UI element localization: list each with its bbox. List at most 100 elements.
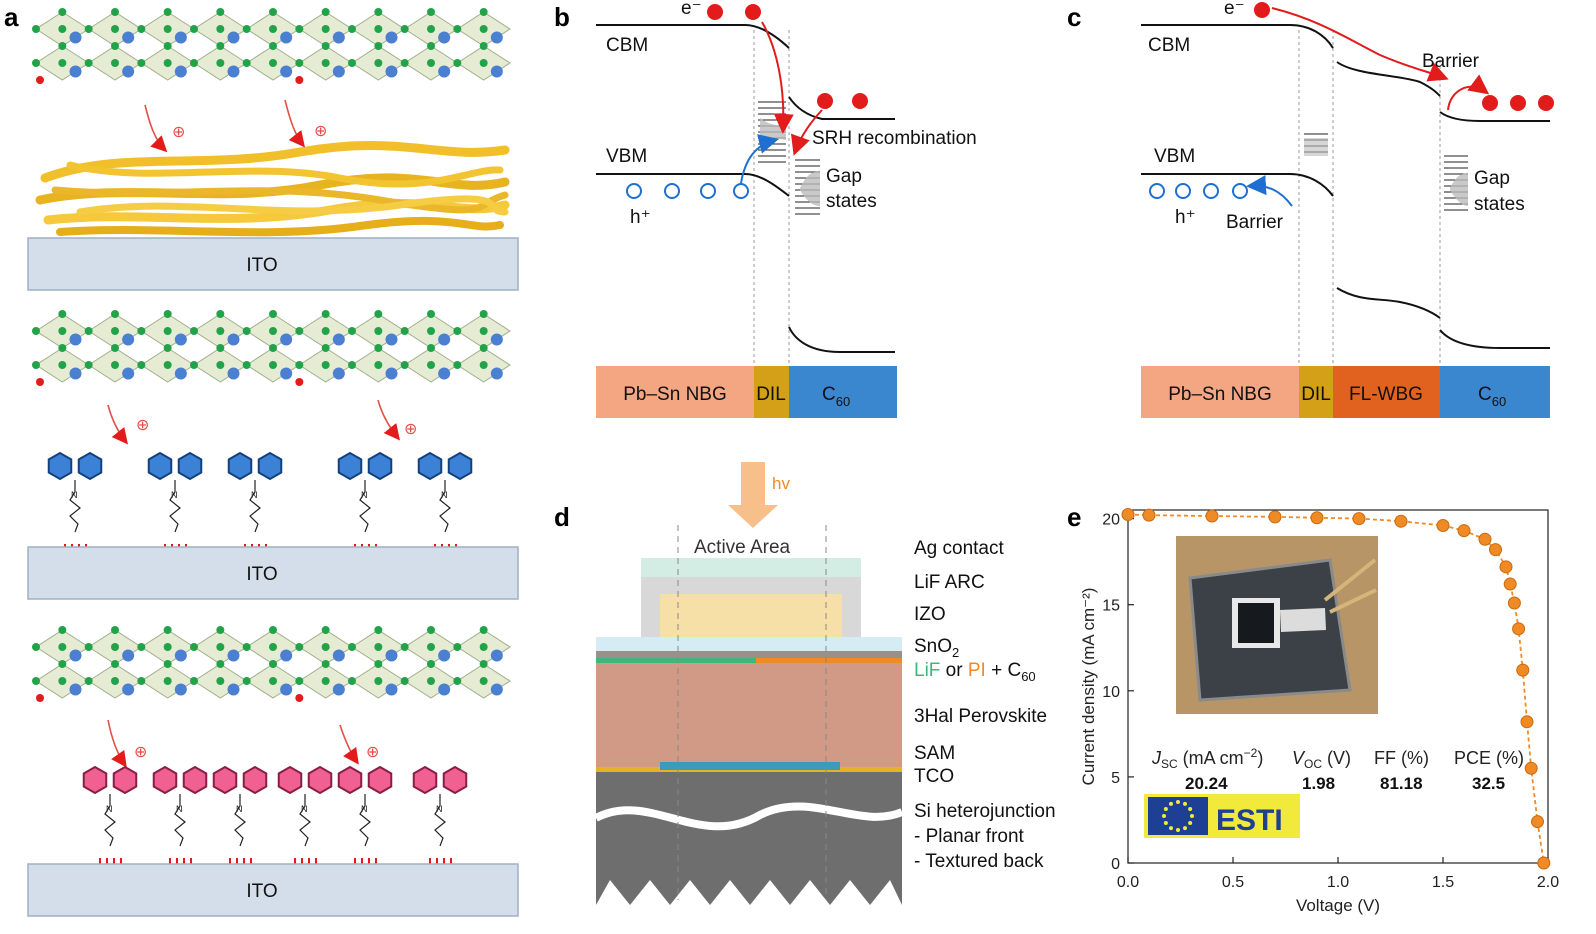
c-electron-label: e⁻ (1224, 0, 1245, 19)
perovskite-lattice-2 (32, 310, 511, 386)
b-layer-c60 (789, 366, 897, 418)
b-c60-label: C60 (822, 384, 850, 409)
polymer-fiber-layer (35, 140, 510, 237)
ito-label-1: ITO (246, 255, 277, 276)
c-layer-c60 (1440, 366, 1550, 418)
esti-logo: ESTI (1144, 794, 1300, 838)
device-photo-inset (1176, 536, 1378, 714)
b-gap-label-1: Gap (826, 166, 862, 187)
svg-text:⊕: ⊕ (404, 421, 417, 438)
svg-text:⊕: ⊕ (366, 744, 379, 761)
svg-text:⊕: ⊕ (136, 417, 149, 434)
y-tick-label: 15 (1102, 598, 1120, 615)
jv-point (1121, 507, 1135, 521)
planar-label: - Planar front (914, 826, 1025, 847)
jv-point (1512, 622, 1526, 636)
ito-label-3: ITO (246, 881, 277, 902)
jv-point (1436, 518, 1450, 532)
ff-header: FF (%) (1374, 748, 1429, 768)
svg-text:N: N (361, 490, 368, 500)
panel-b: b (554, 0, 977, 418)
x-tick-label: 1.5 (1432, 874, 1454, 891)
jv-point (1489, 543, 1502, 557)
c-gap-label-2: states (1474, 194, 1525, 215)
x-tick-label: 1.0 (1327, 874, 1349, 891)
x-tick-label: 0.5 (1222, 874, 1244, 891)
ag-contact-label: Ag contact (914, 538, 1004, 559)
lif-layer (596, 658, 756, 663)
jv-point (1205, 509, 1219, 523)
svg-text:N: N (106, 804, 113, 814)
svg-text:N: N (441, 490, 448, 500)
y-tick-label: 5 (1111, 770, 1120, 787)
svg-text:⊕: ⊕ (314, 123, 327, 140)
c-cbm-label: CBM (1148, 35, 1190, 56)
izo-label: IZO (914, 604, 946, 625)
perovskite-lattice-3 (32, 626, 511, 702)
jv-point (1524, 761, 1538, 775)
voc-value: 1.98 (1302, 774, 1335, 793)
jv-point (1310, 511, 1324, 525)
svg-text:N: N (176, 804, 183, 814)
y-tick-label: 10 (1102, 684, 1120, 701)
jv-point (1478, 532, 1492, 546)
c-barrier-top-label: Barrier (1422, 51, 1480, 72)
perovskite-label: 3Hal Perovskite (914, 706, 1047, 727)
b-vbm-label: VBM (606, 146, 647, 167)
jv-curve (1121, 507, 1551, 870)
panel-b-label: b (554, 2, 570, 32)
panel-a-label: a (4, 2, 19, 32)
voc-header: VOC (V) (1292, 748, 1351, 771)
panel-d-label: d (554, 502, 570, 532)
panel-c-label: c (1067, 2, 1081, 32)
c-barrier-bottom-label: Barrier (1226, 212, 1284, 233)
tco-layer (660, 762, 840, 770)
jv-point (1531, 815, 1544, 829)
svg-text:N: N (236, 804, 243, 814)
jv-point (1520, 715, 1534, 729)
c-wbg-label: FL-WBG (1349, 384, 1423, 405)
tco-label: TCO (914, 766, 954, 787)
jv-point (1457, 524, 1471, 538)
jv-point (1507, 596, 1521, 610)
perovskite-layer (596, 663, 902, 767)
pce-header: PCE (%) (1454, 748, 1524, 768)
light-arrow-icon (728, 462, 778, 528)
c-nbg-label: Pb–Sn NBG (1168, 384, 1272, 405)
c-vbm-label: VBM (1154, 146, 1195, 167)
svg-text:N: N (71, 490, 78, 500)
jsc-header: JSC (mA cm−2) (1151, 746, 1263, 771)
ito-substrate-3 (27, 863, 519, 917)
jv-point (1268, 510, 1282, 524)
c-c60-label: C60 (1478, 384, 1506, 409)
panel-d: d hv Active Area Ag contact LiF ARC IZO … (554, 462, 1056, 905)
jv-line (1127, 513, 1545, 864)
y-tick-label: 0 (1111, 856, 1120, 873)
b-layer-dil (754, 366, 789, 418)
sno2-label: SnO2 (914, 636, 959, 660)
x-tick-label: 2.0 (1537, 874, 1559, 891)
hv-label: hv (772, 474, 790, 493)
lif-pi-label: LiF or PI + C60 (914, 660, 1036, 684)
svg-text:N: N (436, 804, 443, 814)
jsc-value: 20.24 (1185, 774, 1228, 793)
b-dil-label: DIL (756, 384, 786, 405)
jv-point (1516, 663, 1530, 677)
b-gap-label-2: states (826, 191, 877, 212)
ito-substrate-1 (27, 237, 519, 291)
c-dil-label: DIL (1301, 384, 1331, 405)
b-electron-label: e⁻ (681, 0, 702, 19)
lif-arc-label: LiF ARC (914, 572, 985, 593)
sno2-layer (596, 637, 902, 651)
ito-substrate-2 (27, 546, 519, 600)
y-tick-label: 20 (1102, 512, 1120, 529)
si-heterojunction (596, 772, 902, 905)
c-layer-wbg (1333, 366, 1440, 418)
panel-e-label: e (1067, 502, 1081, 532)
b-hole-label: h⁺ (630, 207, 651, 228)
svg-text:⊕: ⊕ (172, 124, 185, 141)
